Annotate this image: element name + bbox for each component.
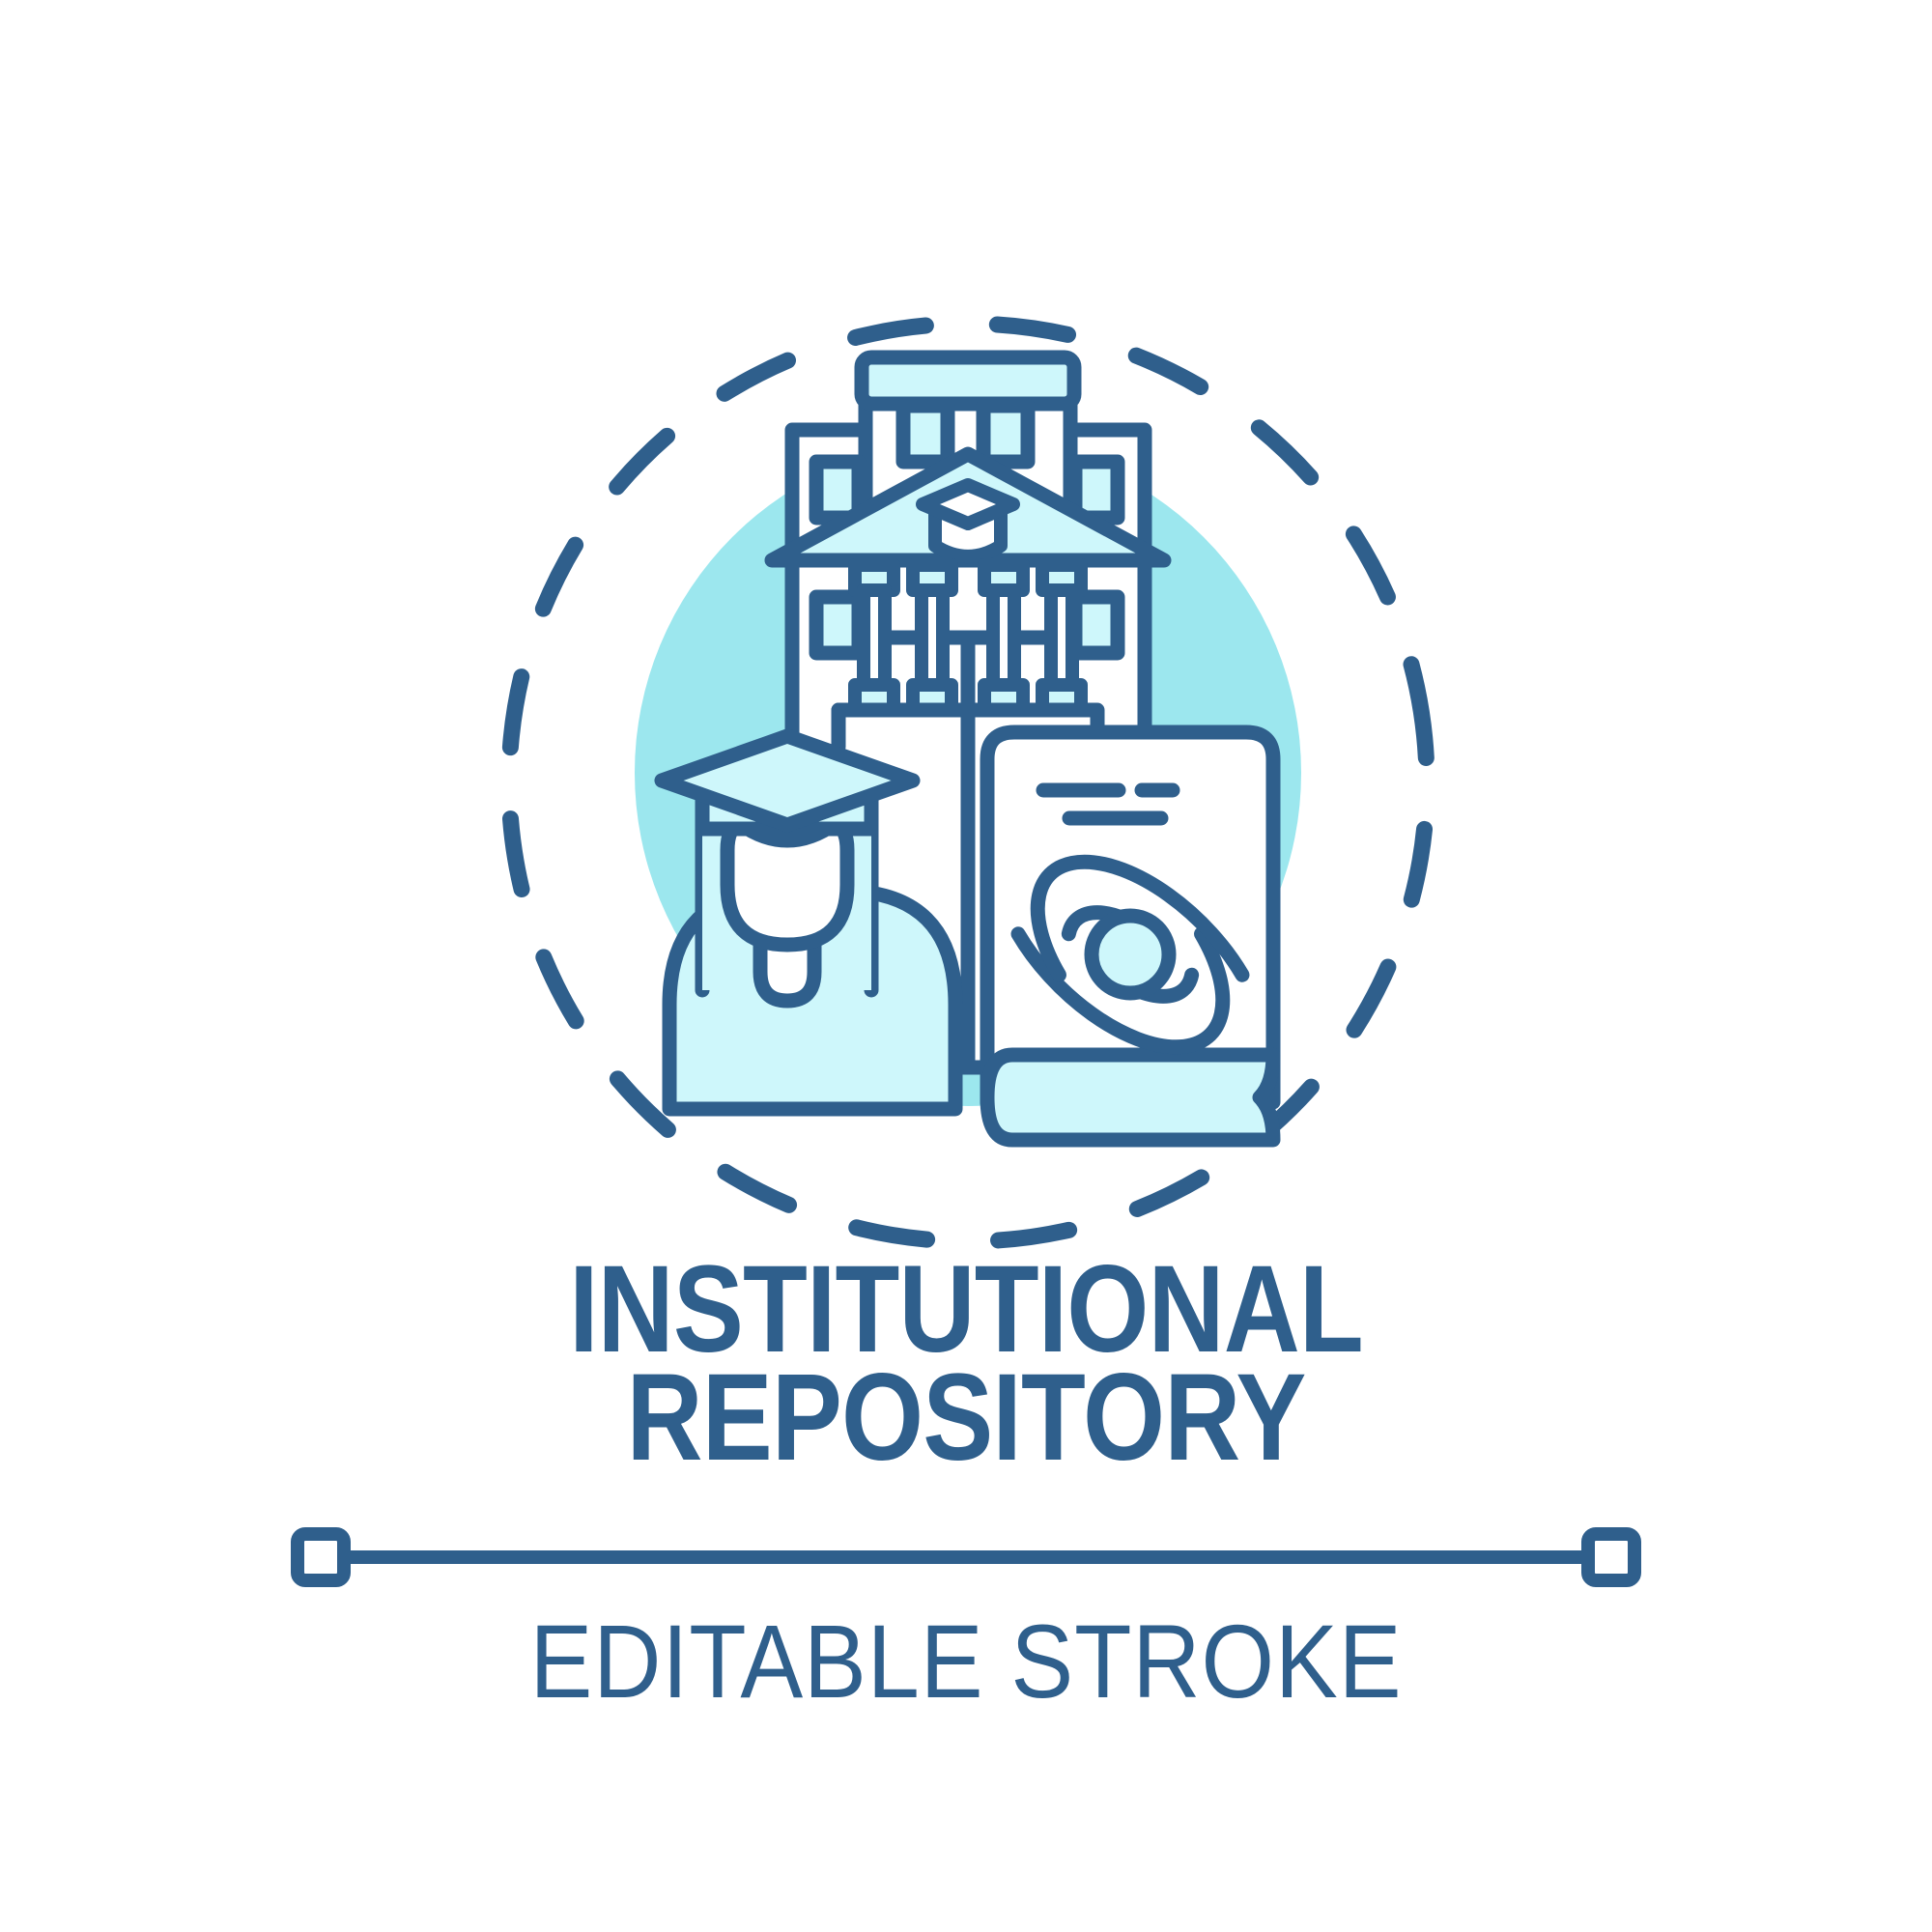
book-page-block bbox=[980, 1047, 1281, 1148]
editable-stroke-label: EDITABLE STROKE bbox=[529, 1603, 1403, 1719]
building-window-upper-left bbox=[895, 398, 955, 469]
concept-title-line-2: REPOSITORY bbox=[626, 1349, 1307, 1487]
graduate-person bbox=[654, 728, 963, 1117]
atom-icon bbox=[1010, 854, 1250, 1055]
pediment-cap-board bbox=[916, 478, 1020, 530]
building-roof-bar bbox=[854, 350, 1082, 412]
editable-stroke-divider bbox=[0, 1524, 1932, 1592]
pediment-graduation-cap-icon bbox=[916, 478, 1020, 563]
building-columns bbox=[848, 558, 1088, 717]
divider-cap-left bbox=[291, 1527, 351, 1587]
divider-cap-right bbox=[1581, 1527, 1641, 1587]
caption-block: INSTITUTIONAL REPOSITORY bbox=[0, 1240, 1932, 1487]
column-shaft-4 bbox=[1044, 583, 1079, 692]
column-shaft-3 bbox=[986, 583, 1021, 692]
concept-title-line-1: INSTITUTIONAL bbox=[569, 1240, 1364, 1378]
building-window-left-row2 bbox=[809, 589, 867, 661]
atom-nucleus bbox=[1084, 908, 1177, 1001]
building-window-right-row2 bbox=[1067, 589, 1125, 661]
dashed-circle-outline bbox=[500, 315, 1435, 1250]
divider-graphic bbox=[291, 1527, 1641, 1587]
graduate-face bbox=[720, 815, 855, 952]
column-shaft-1 bbox=[857, 583, 892, 692]
graduate-mortarboard bbox=[654, 728, 921, 833]
column-shaft-2 bbox=[915, 583, 950, 692]
science-book bbox=[980, 724, 1281, 1148]
building-window-upper-right bbox=[976, 398, 1036, 469]
